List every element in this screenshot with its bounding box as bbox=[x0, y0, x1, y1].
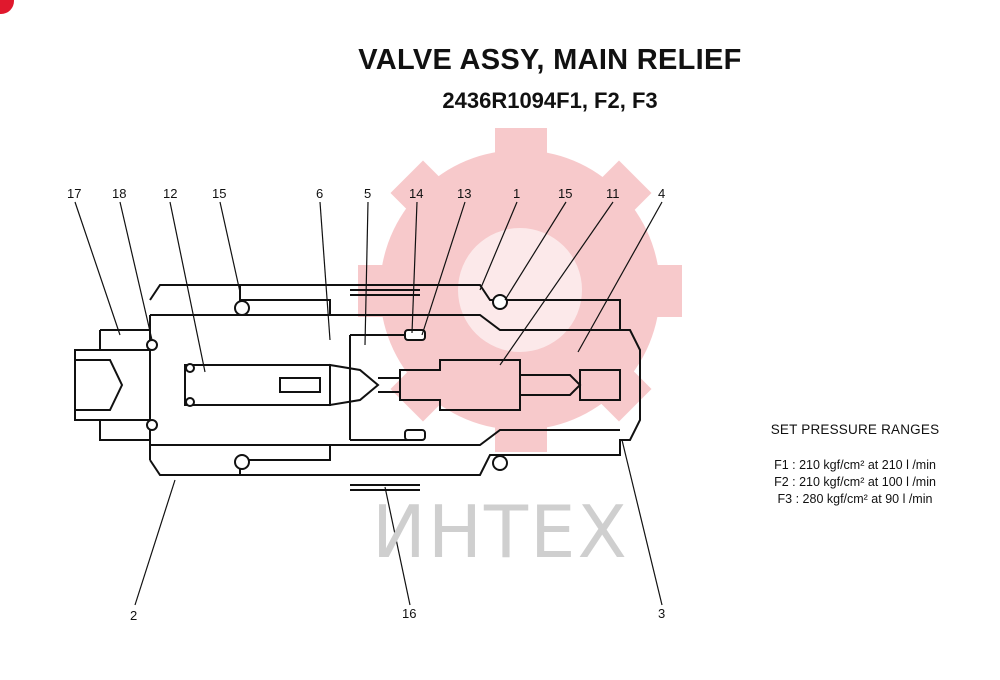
callout-15-left: 15 bbox=[212, 186, 226, 201]
screw-tip bbox=[75, 359, 124, 411]
callout-15-right: 15 bbox=[558, 186, 572, 201]
callout-2: 2 bbox=[130, 608, 137, 623]
callout-16: 16 bbox=[402, 606, 416, 621]
callout-3: 3 bbox=[658, 606, 665, 621]
part-number-subtitle: 2436R1094F1, F2, F3 bbox=[442, 88, 658, 113]
callout-18: 18 bbox=[112, 186, 126, 201]
callout-13: 13 bbox=[457, 186, 471, 201]
housing-inner-bottom bbox=[260, 429, 620, 446]
callout-11: 11 bbox=[606, 186, 620, 201]
o-rings bbox=[146, 294, 508, 471]
ring-part-16 bbox=[350, 484, 420, 491]
spring-rod bbox=[279, 377, 321, 393]
callout-6: 6 bbox=[316, 186, 323, 201]
page-title: VALVE ASSY, MAIN RELIEF bbox=[358, 44, 742, 76]
ring-top bbox=[350, 289, 420, 296]
main-poppet-part-11 bbox=[399, 359, 521, 411]
poppet-part-6 bbox=[329, 363, 380, 407]
callout-12: 12 bbox=[163, 186, 177, 201]
pressure-line-f1: F1 : 210 kgf/cm² at 210 l /min bbox=[774, 458, 936, 472]
spring-guide-part-12 bbox=[184, 364, 331, 406]
callout-1: 1 bbox=[513, 186, 520, 201]
callout-14: 14 bbox=[409, 186, 423, 201]
callout-5: 5 bbox=[364, 186, 371, 201]
housing-part-1 bbox=[239, 284, 641, 476]
callout-17: 17 bbox=[67, 186, 81, 201]
watermark-gear-hole bbox=[458, 228, 582, 352]
pressure-line-f2: F2 : 210 kgf/cm² at 100 l /min bbox=[774, 475, 936, 489]
watermark-text: ИНТЕХ bbox=[372, 490, 629, 574]
housing-inner-top bbox=[260, 314, 620, 331]
pressure-line-f3: F3 : 280 kgf/cm² at 90 l /min bbox=[777, 492, 933, 506]
callout-4: 4 bbox=[658, 186, 665, 201]
adjust-screw-part-17 bbox=[74, 329, 151, 441]
pressure-heading: SET PRESSURE RANGES bbox=[770, 422, 940, 437]
set-pressure-panel: SET PRESSURE RANGES F1 : 210 kgf/cm² at … bbox=[740, 422, 970, 508]
sleeve-part-4 bbox=[579, 369, 621, 401]
